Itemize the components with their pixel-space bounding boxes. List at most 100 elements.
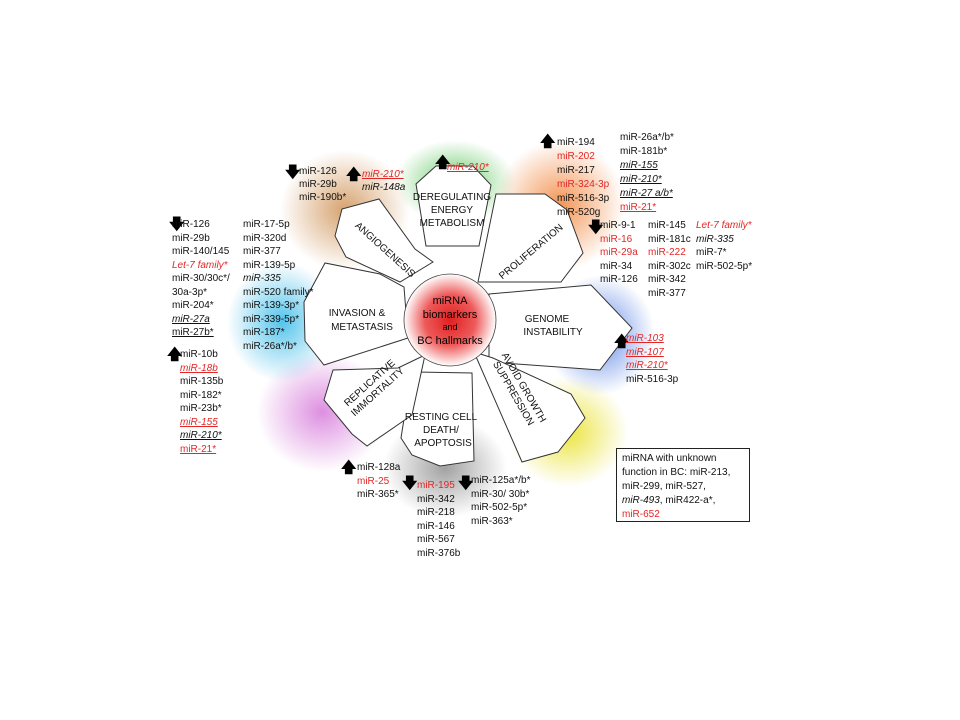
- arrow-up-replicative-icon: 🡅: [167, 346, 183, 363]
- mirna-item: miR-18b: [180, 362, 218, 374]
- mirna-item: miR-339-5p*: [243, 313, 300, 325]
- mirna-item: miR-126: [299, 166, 337, 177]
- mirna-item: miR-27 a/b*: [620, 188, 673, 199]
- mirna-item: miR-567: [417, 534, 455, 545]
- petal-replicative: [323, 354, 426, 447]
- mirna-item: miR-520 family*: [243, 286, 314, 298]
- mirna-item: miR-210*: [180, 430, 222, 441]
- mirna-item: miR-377: [243, 246, 281, 257]
- mirna-item: miR-17-5p: [243, 219, 290, 230]
- mirna-item: miR-520g: [557, 207, 601, 218]
- center-circle: [403, 273, 497, 367]
- mirna-item: miR-21*: [620, 202, 657, 213]
- mirna-item: miR-155: [180, 416, 218, 428]
- petal-growth: [473, 351, 586, 463]
- label-apoptosis-3: APOPTOSIS: [414, 438, 472, 449]
- box-line-4: miR-493, miR422-a*,: [622, 494, 744, 508]
- mirna-item: miR-210*: [626, 360, 668, 371]
- mirna-item: miR-9-1: [600, 220, 636, 231]
- mirna-item: miR-126: [600, 274, 638, 285]
- box-line-2: function in BC: miR-213,: [622, 467, 731, 478]
- mirna-item: miR-26a*/b*: [620, 132, 674, 143]
- mirna-item: miR-194: [557, 137, 595, 148]
- mirna-item: miR-502-5p*: [696, 260, 753, 272]
- label-energy-3: METABOLISM: [420, 218, 485, 229]
- label-energy-1: DEREGULATING: [413, 192, 491, 203]
- mirna-item: miR-182*: [180, 389, 222, 401]
- mirna-item: miR-139-3p*: [243, 300, 300, 311]
- arrow-down-apoptosis-icon: 🡇: [402, 475, 418, 492]
- mirna-item: miR-125a*/b*: [471, 475, 531, 486]
- box-line-1: miRNA with unknown: [622, 453, 717, 464]
- arrow-up-proliferation-icon: 🡅: [540, 133, 556, 150]
- mirna-item: miR-335: [696, 233, 734, 245]
- mirna-item: miR-320d: [243, 232, 287, 244]
- mirna-item: miR-342: [648, 274, 686, 285]
- mirna-item: miR-204*: [172, 300, 214, 311]
- mirna-item: miR-222: [648, 247, 686, 258]
- mirna-item: miR-25: [357, 475, 390, 487]
- arrow-down-growth-icon: 🡇: [458, 475, 474, 492]
- mirna-item: Let-7 family*: [696, 220, 752, 231]
- mirna-item: miR-107: [626, 346, 664, 358]
- arrow-up-energy-icon: 🡅: [435, 154, 451, 171]
- arrow-down-proliferation-icon: 🡇: [588, 219, 604, 236]
- mirna-item: miR-146: [417, 520, 455, 532]
- mirna-item: miR-376b: [417, 547, 461, 559]
- label-invasion-2: METASTASIS: [331, 322, 393, 333]
- mirna-item: miR-377: [648, 287, 686, 299]
- mirna-item: Let-7 family*: [172, 259, 228, 271]
- arrow-up-angiogenesis-icon: 🡅: [346, 166, 362, 183]
- center-label-2: biomarkers: [423, 309, 478, 321]
- petal-energy: [415, 165, 492, 247]
- mirna-item: miR-23b*: [180, 403, 222, 414]
- box-line-5: miR-652: [622, 509, 660, 520]
- mirna-item: miR-128a: [357, 462, 401, 473]
- box-line-3: miR-299, miR-527,: [622, 481, 706, 492]
- arrow-down-invasion-icon: 🡇: [169, 216, 185, 233]
- unknown-function-box: miRNA with unknown function in BC: miR-2…: [616, 448, 750, 522]
- mirna-item: miR-30/ 30b*: [471, 488, 530, 500]
- mirna-item: miR-190b*: [299, 192, 347, 203]
- arrow-up-apoptosis-icon: 🡅: [341, 459, 357, 476]
- mirna-item: miR-363*: [471, 515, 513, 527]
- mirna-item: miR-210*: [362, 169, 404, 180]
- label-apoptosis-2: DEATH/: [423, 425, 459, 436]
- mirna-item: miR-365*: [357, 489, 399, 500]
- mirna-item: miR-126: [172, 219, 210, 230]
- mirna-item: miR-302c: [648, 260, 691, 272]
- mirna-item: miR-195: [417, 480, 455, 491]
- petal-proliferation: [477, 193, 584, 283]
- mirna-item: miR-342: [417, 493, 455, 505]
- mirna-item: miR-218: [417, 507, 455, 518]
- mirna-item: miR-202: [557, 151, 595, 162]
- mirna-item: miR-181b*: [620, 146, 668, 157]
- mirna-item: miR-34: [600, 260, 633, 272]
- center-label-1: miRNA: [433, 295, 468, 307]
- mirna-item: miR-135b: [180, 376, 224, 387]
- mirna-item: miR-103: [626, 333, 664, 344]
- mirna-item: miR-210*: [447, 162, 489, 173]
- mirna-item: miR-335: [243, 273, 281, 284]
- mirna-item: miR-30/30c*/: [172, 273, 230, 284]
- mirna-item: miR-516-3p: [626, 373, 679, 385]
- center-label-3: and: [442, 322, 457, 332]
- mirna-item: miR-139-5p: [243, 259, 296, 271]
- mirna-item: miR-27b*: [172, 327, 214, 338]
- mirna-item: miR-187*: [243, 327, 285, 338]
- mirna-item: miR-516-3p: [557, 193, 610, 204]
- box-line-4-rest: , miR422-a*,: [659, 495, 716, 506]
- mirna-item: miR-217: [557, 165, 595, 176]
- mirna-item: miR-210*: [620, 174, 662, 185]
- box-mir-493: miR-493: [622, 495, 660, 506]
- mirna-item: miR-140/145: [172, 246, 230, 257]
- petal-invasion: [303, 262, 409, 366]
- arrow-down-angiogenesis-icon: 🡇: [285, 164, 301, 181]
- mirna-item: miR-29b: [172, 232, 210, 244]
- mirna-item: miR-145: [648, 220, 686, 231]
- arrow-up-genome-icon: 🡅: [614, 333, 630, 350]
- mirna-item: miR-502-5p*: [471, 502, 528, 513]
- mirna-item: miR-10b: [180, 349, 218, 360]
- mirna-item: miR-21*: [180, 443, 217, 455]
